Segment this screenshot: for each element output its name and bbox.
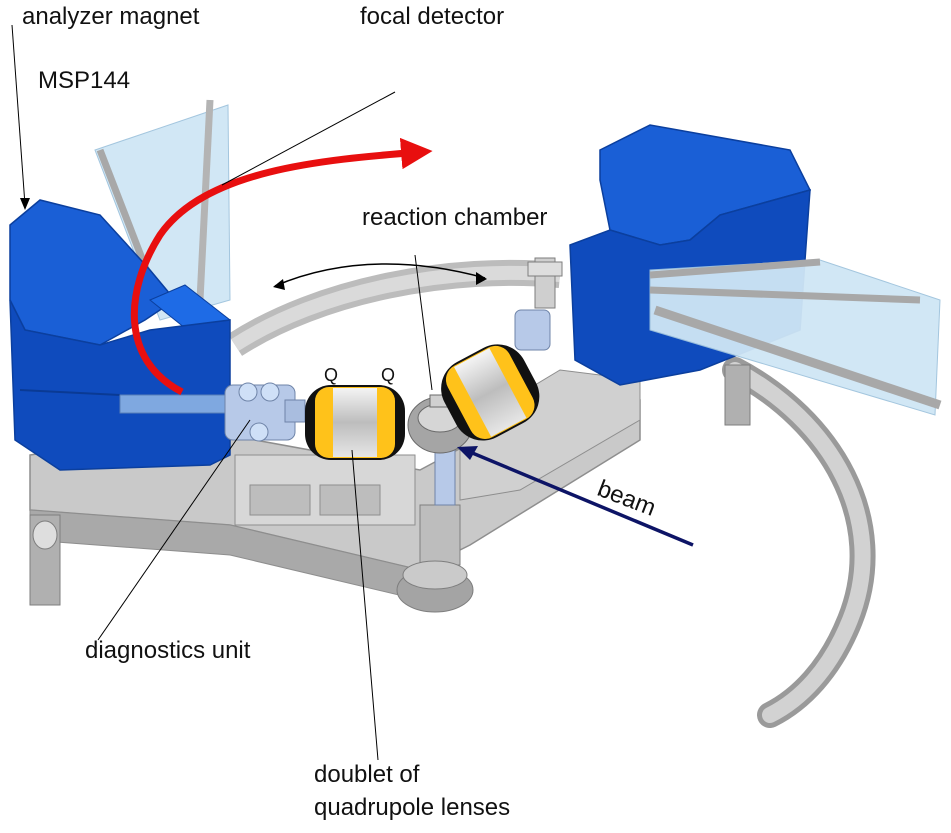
label-msp144: MSP144 xyxy=(38,67,131,94)
label-focal-detector: focal detector xyxy=(360,3,505,30)
quadrupole-lens-1 xyxy=(305,385,405,460)
label-quadrupole-2: Q xyxy=(381,365,396,385)
right-foot xyxy=(724,364,751,426)
leader-reaction-chamber xyxy=(414,254,433,391)
particle-trajectory-arrow xyxy=(130,137,433,396)
diagnostics-unit xyxy=(224,382,306,442)
quadrupole-lens-2 xyxy=(441,344,540,441)
label-doublet-line2: quadrupole lenses xyxy=(314,794,511,821)
label-reaction-chamber: reaction chamber xyxy=(362,204,548,231)
leader-analyzer-magnet xyxy=(11,24,26,206)
label-analyzer-magnet: analyzer magnet xyxy=(22,3,200,30)
right-arc-rail-face xyxy=(727,362,871,723)
label-quadrupole-1: Q xyxy=(324,365,339,385)
label-doublet-line1: doublet of xyxy=(314,761,420,788)
rotation-arrow xyxy=(273,263,487,290)
leader-doublet xyxy=(351,449,379,761)
magnet-exit-pipe xyxy=(119,394,231,414)
label-diagnostics-unit: diagnostics unit xyxy=(85,637,251,664)
leader-diagnostics xyxy=(97,419,251,641)
beam-arrow xyxy=(457,446,694,547)
pivot-column xyxy=(419,504,461,566)
leader-focal-detector xyxy=(221,91,396,186)
rear-ring-top xyxy=(231,265,561,351)
beam-pipe-cluster xyxy=(514,257,563,351)
